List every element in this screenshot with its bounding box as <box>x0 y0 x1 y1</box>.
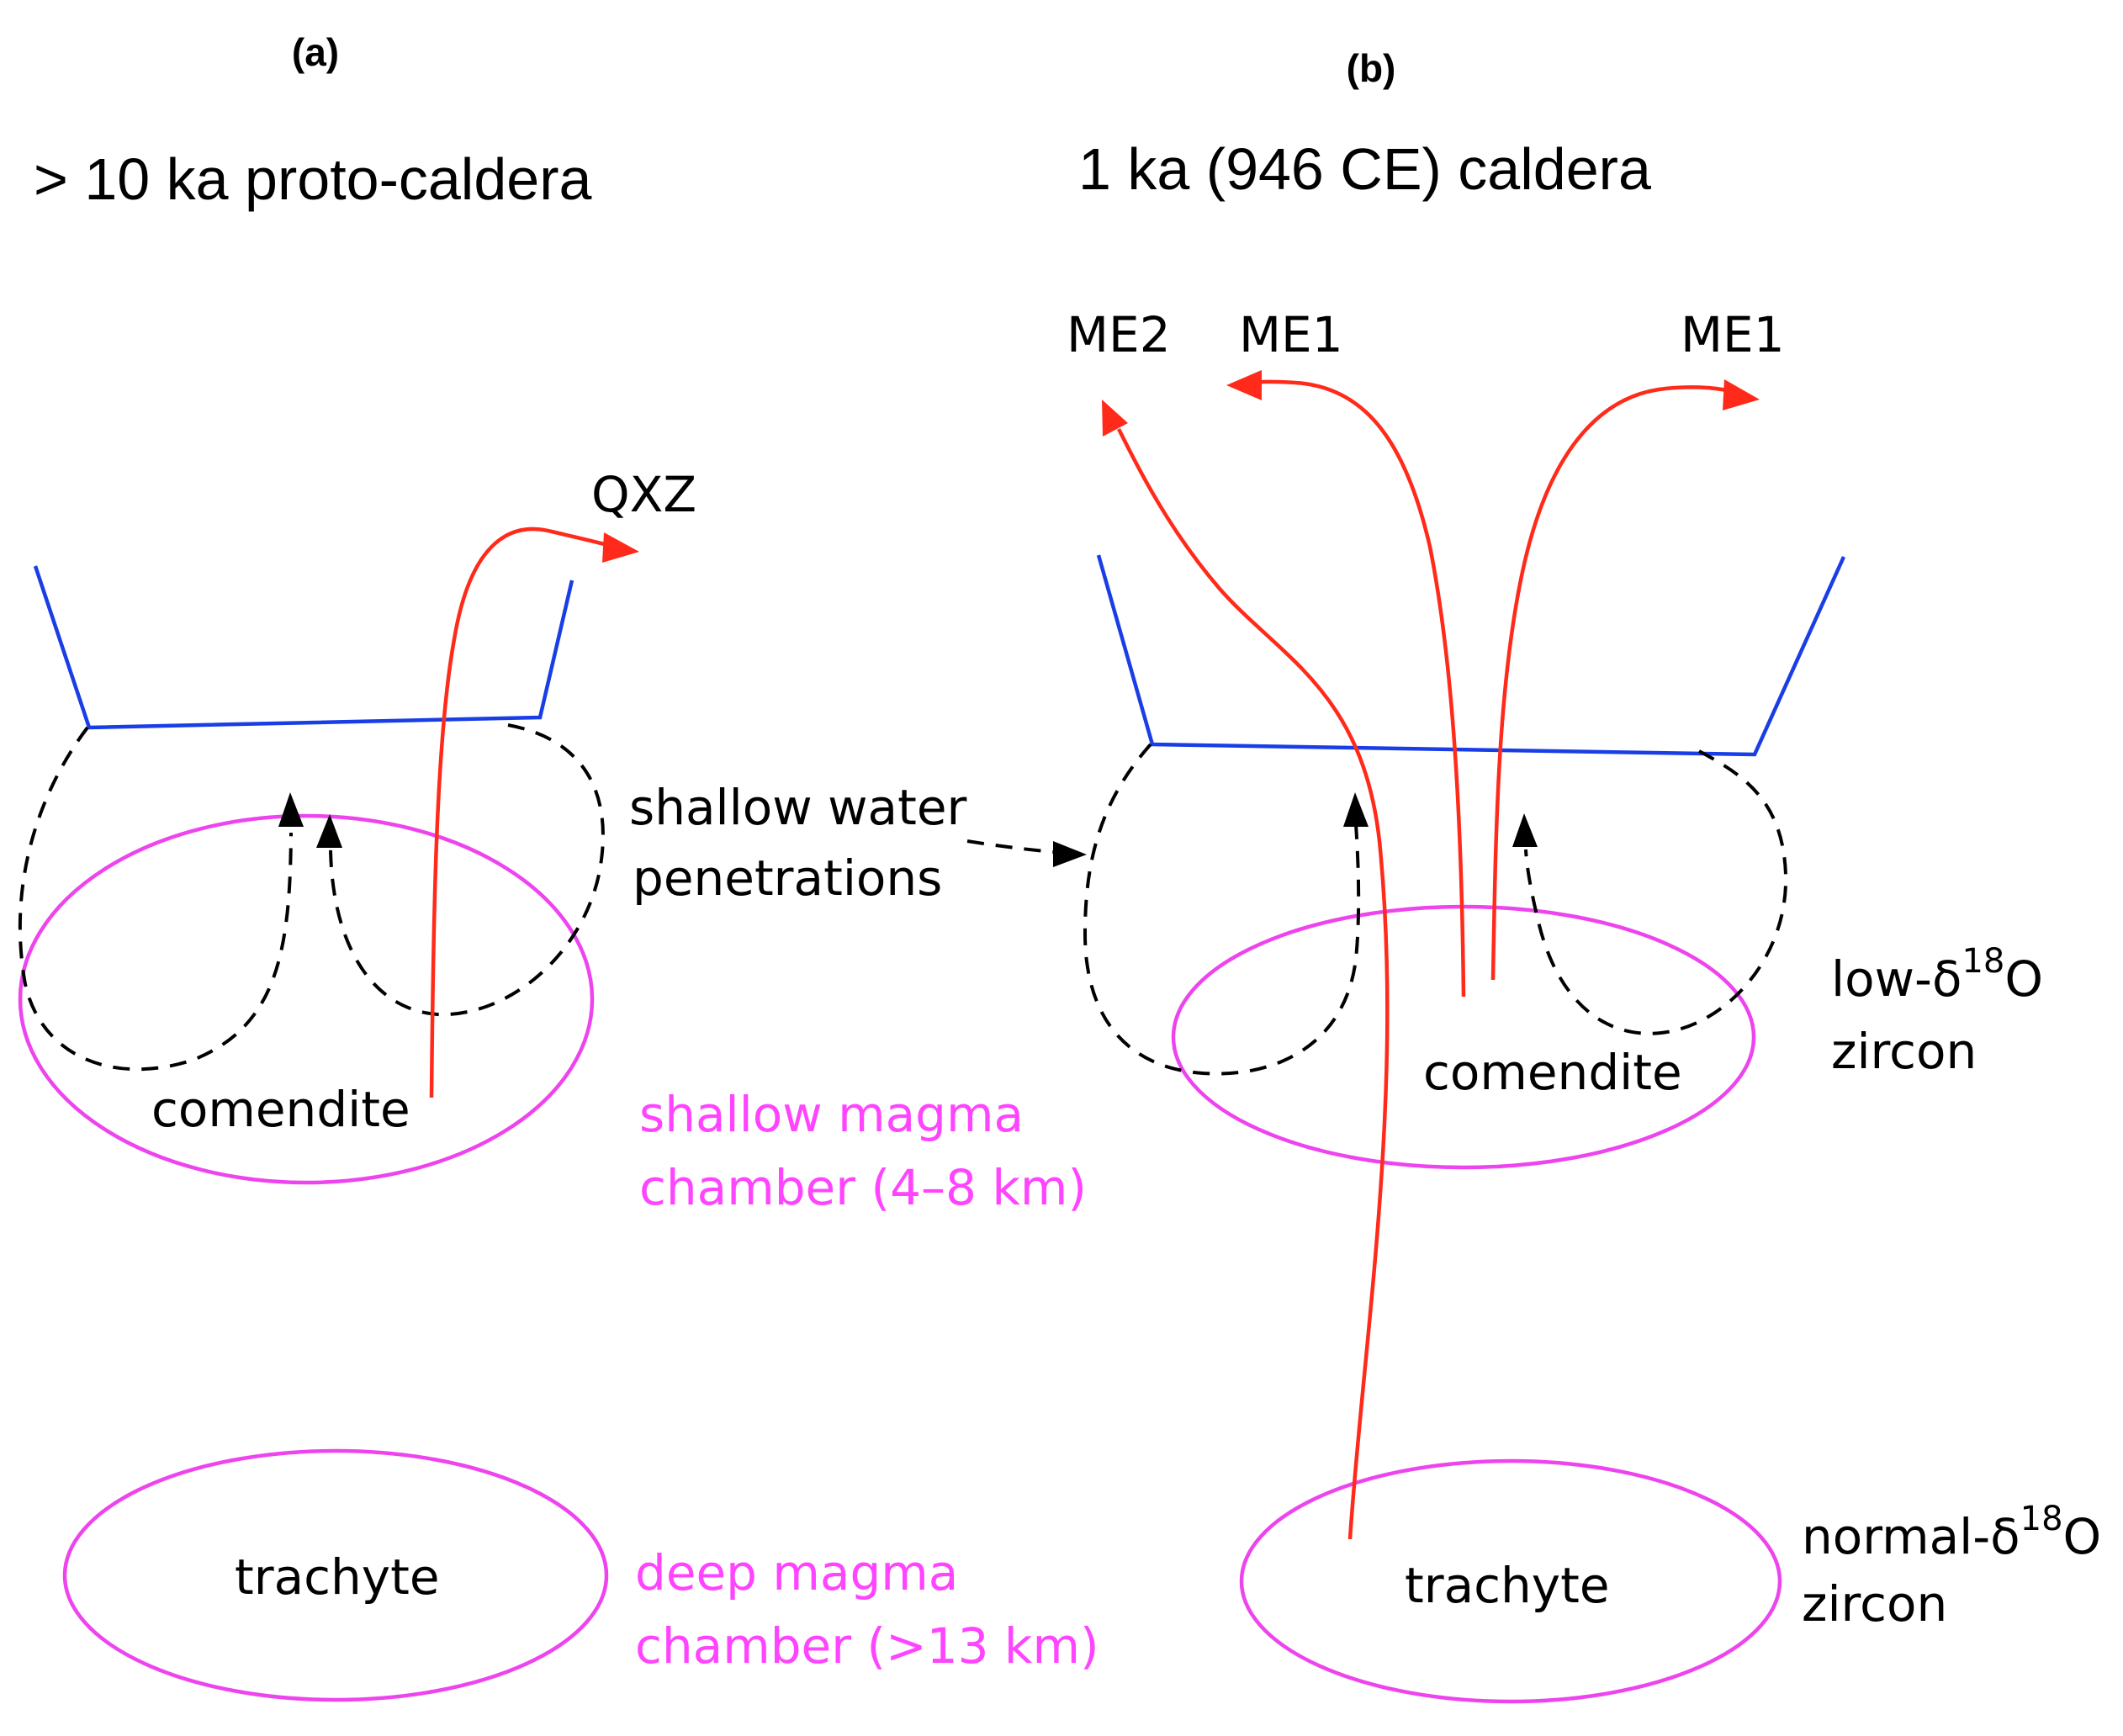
shallow-magma-chamber-a <box>18 813 595 1185</box>
water-loop-right-b <box>1524 749 1788 1035</box>
connector-arrowhead <box>1053 841 1087 867</box>
water-arrowhead-b1 <box>1343 792 1369 827</box>
normal-d18o-zircon-label-line2: zircon <box>1802 1575 1947 1633</box>
water-arrowhead-b2 <box>1512 813 1538 847</box>
output-label-me2: ME2 <box>1067 306 1171 363</box>
low-d18o-zircon-label: low-δ18O <box>1831 942 2043 1008</box>
flow-arrowhead-me2 <box>1102 400 1128 437</box>
water-caption-connector <box>966 839 1065 855</box>
rock-label-comendite-a: comendite <box>151 1081 410 1138</box>
output-label-me1-right: ME1 <box>1681 306 1785 363</box>
deep-chamber-caption-line1: deep magma <box>635 1544 958 1601</box>
low-d18o-zircon-label-line2: zircon <box>1831 1023 1977 1080</box>
water-caption-line2: penetrations <box>633 849 942 907</box>
flow-arrowhead-me1-right <box>1723 379 1760 410</box>
panel-b-title: 1 ka (946 CE) caldera <box>1078 136 1651 202</box>
water-caption-line1: shallow water <box>629 779 967 836</box>
panel-b: (b) 1 ka (946 CE) caldera ME2 ME1 ME1 co… <box>1067 46 2101 1704</box>
water-loop-right-a <box>329 723 605 1017</box>
normal-d18o-zircon-label: normal-δ18O <box>1802 1500 2101 1565</box>
rock-label-trachyte-b: trachyte <box>1405 1557 1610 1614</box>
magma-flow-me1-left <box>1244 379 1466 998</box>
flow-arrowhead-me1-left <box>1226 370 1262 400</box>
caldera-outline <box>1096 554 1846 757</box>
shallow-chamber-caption-line2: chamber (4–8 km) <box>639 1159 1087 1216</box>
water-arrowhead-a2 <box>316 814 342 848</box>
rock-label-trachyte-a: trachyte <box>235 1548 440 1606</box>
panel-a-tag: (a) <box>292 30 339 74</box>
panel-b-tag: (b) <box>1347 46 1396 90</box>
water-arrowhead-a1 <box>278 792 304 827</box>
shallow-chamber-caption-line1: shallow magma <box>639 1086 1024 1143</box>
magma-flow-me1-right <box>1490 385 1735 981</box>
deep-magma-chamber-b <box>1239 1458 1782 1704</box>
proto-caldera-outline <box>33 565 574 730</box>
water-loop-left-a <box>18 726 293 1072</box>
panel-a: (a) > 10 ka proto-caldera QXZ comendite … <box>18 30 1099 1702</box>
output-label-qxz: QXZ <box>591 466 696 523</box>
water-loop-left-b <box>1083 743 1361 1076</box>
panel-a-title: > 10 ka proto-caldera <box>34 146 592 212</box>
deep-chamber-caption-line2: chamber (>13 km) <box>635 1617 1099 1675</box>
flow-arrowhead-qxz <box>602 532 639 563</box>
magma-flow-qxz <box>429 527 615 1098</box>
output-label-me1-left: ME1 <box>1239 306 1343 363</box>
rock-label-comendite-b: comendite <box>1423 1044 1682 1101</box>
deep-magma-chamber-a <box>62 1448 609 1702</box>
magma-flow-me2 <box>1116 427 1390 1540</box>
